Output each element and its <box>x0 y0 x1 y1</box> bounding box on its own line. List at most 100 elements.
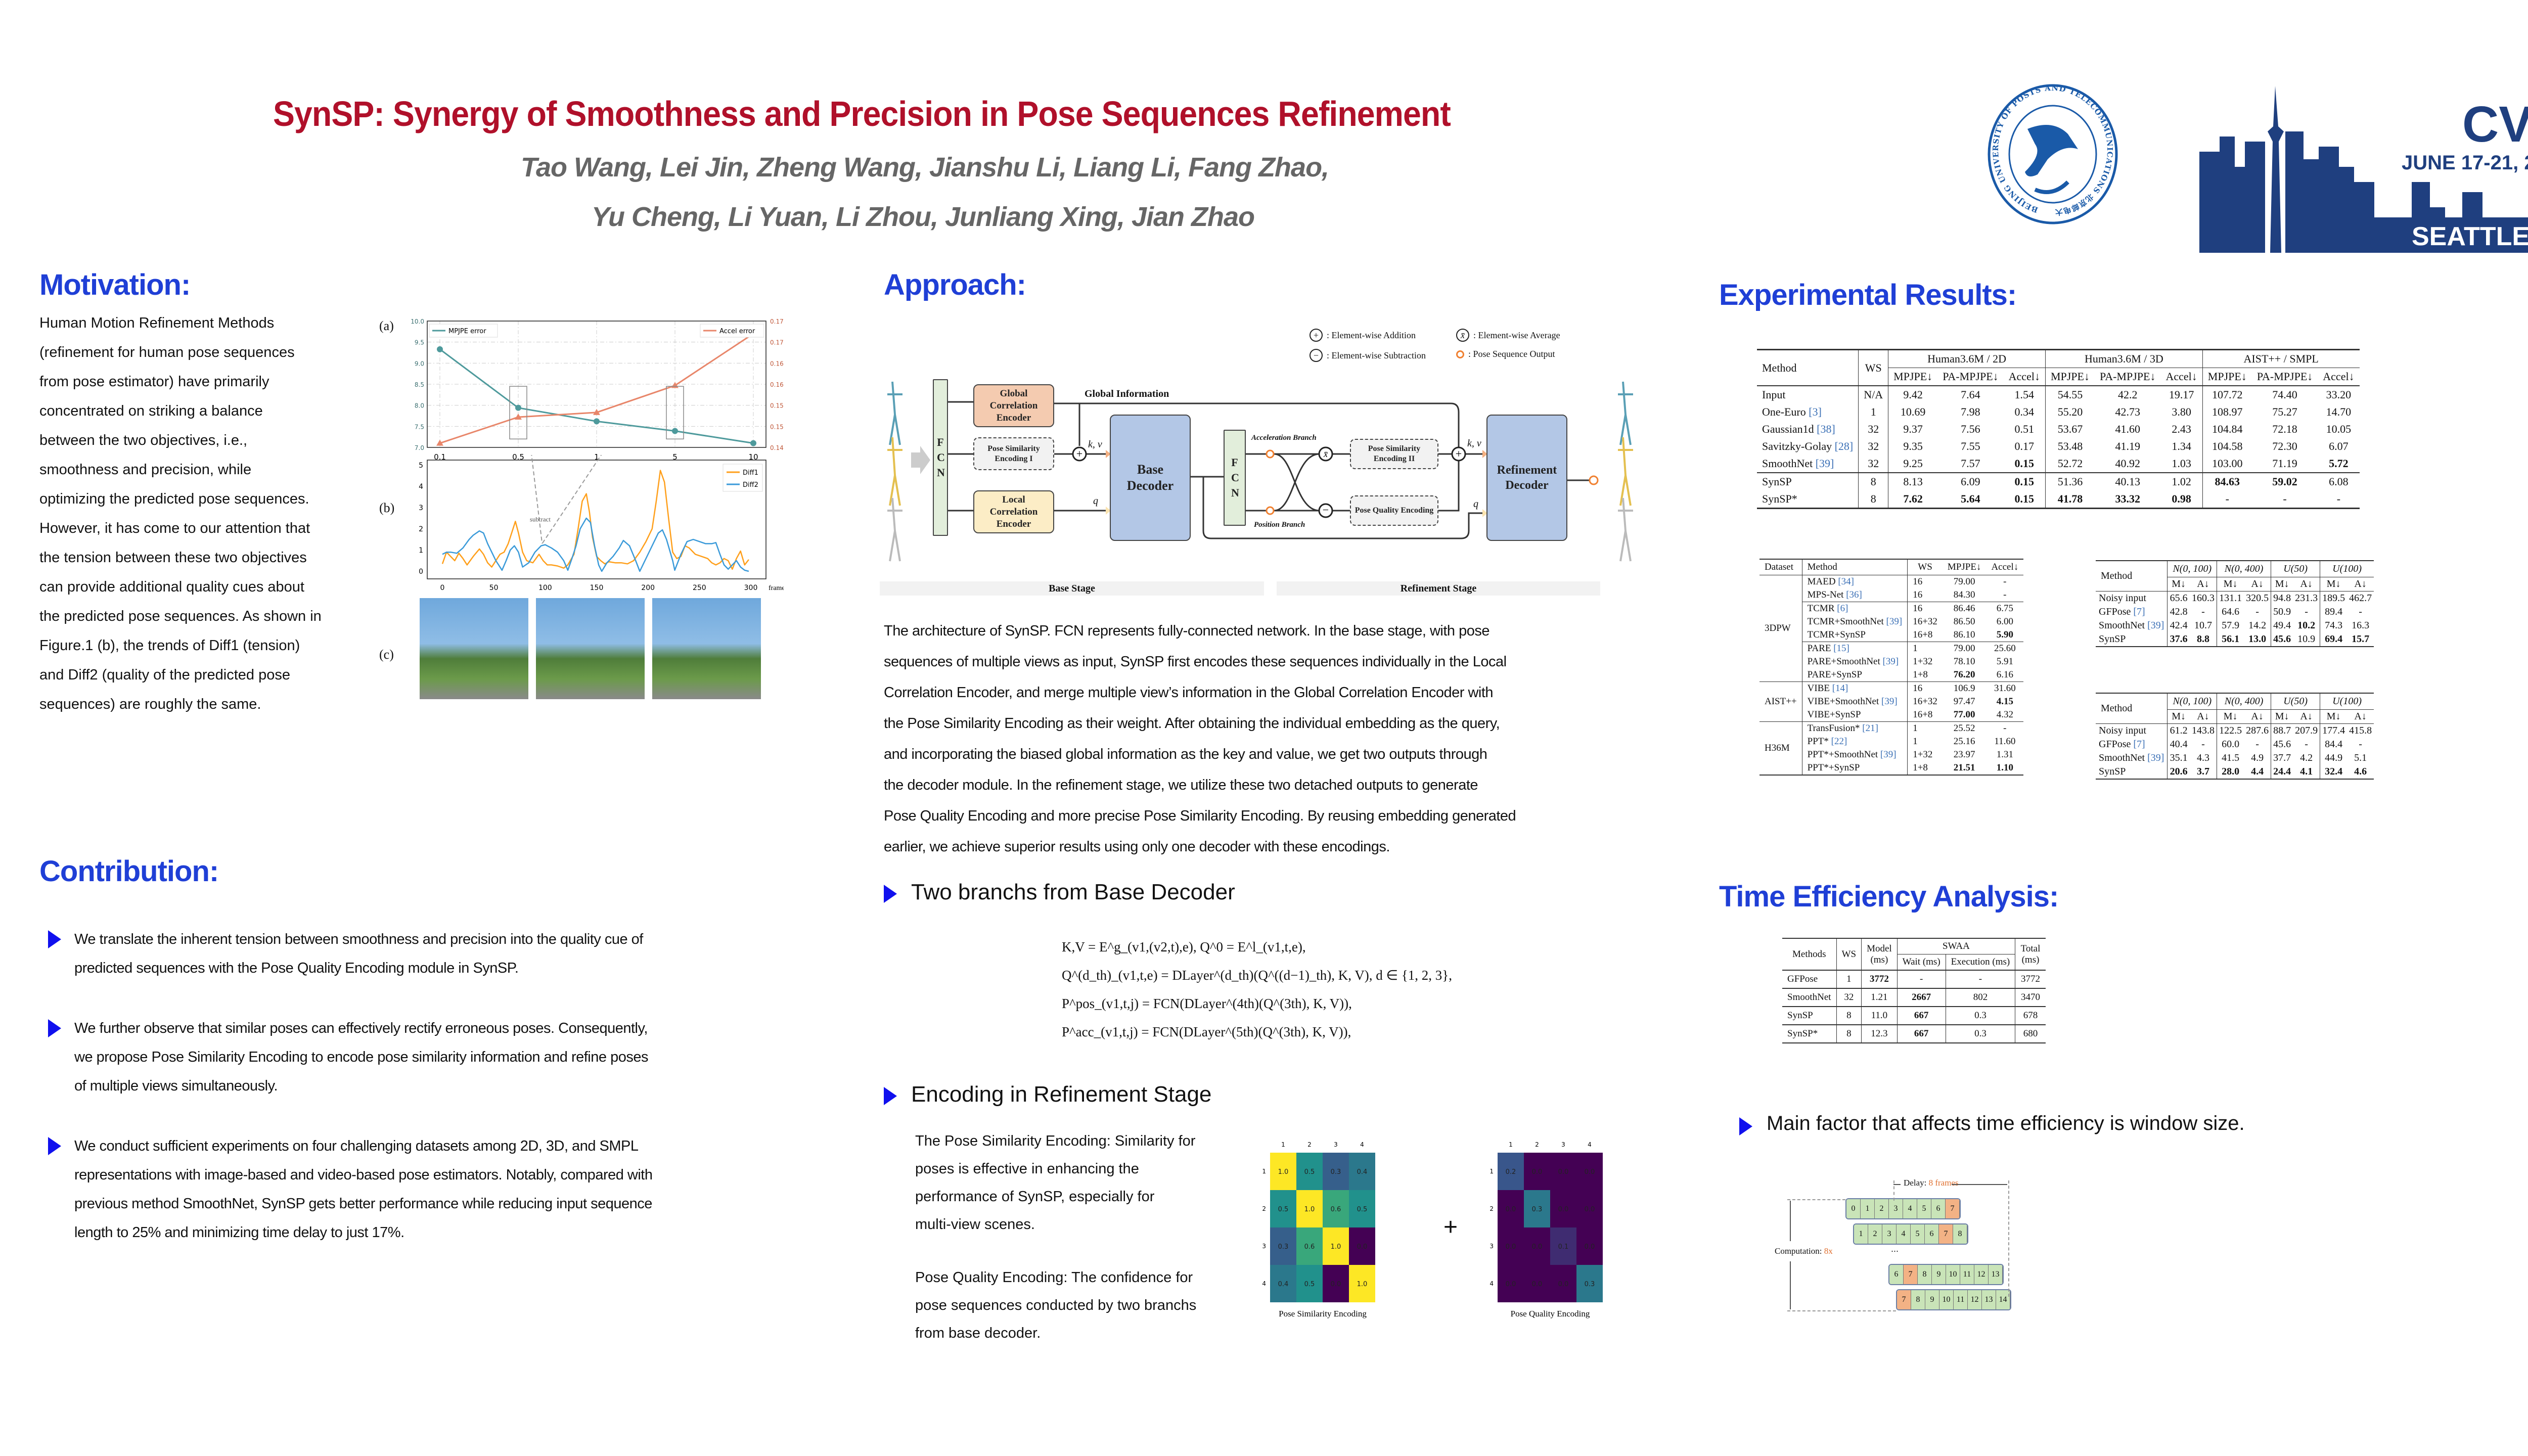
table-cell: 50.9 <box>2273 606 2291 617</box>
table-cell: 72.18 <box>2272 423 2297 435</box>
column-header: MPJPE↓ <box>1947 562 1981 572</box>
table-cell: 207.9 <box>2293 723 2321 738</box>
table-cell: - <box>2336 492 2341 505</box>
citation-ref: [39] <box>1886 616 1903 627</box>
text-line: from base decoder. <box>915 1325 1041 1341</box>
connector-arrow <box>541 455 602 544</box>
heatmap-cell <box>1550 1153 1576 1190</box>
method-name: Noisy input <box>2099 725 2146 736</box>
computation-guide <box>1787 1199 1845 1200</box>
table-cell: 51.36 <box>2057 475 2083 488</box>
text-line: can provide additional quality cues abou… <box>39 579 304 595</box>
heatmap-title: Pose Quality Encoding <box>1511 1309 1590 1318</box>
legend-label: Accel error <box>719 328 755 335</box>
heatmap-x-tick: 4 <box>1360 1141 1364 1148</box>
results-heading: Experimental Results: <box>1719 279 2017 311</box>
svg-text:+: + <box>1456 447 1462 460</box>
table-cell: 40.4 <box>2170 739 2188 750</box>
svg-text:−: − <box>1323 504 1329 516</box>
table-cell: 32 <box>1858 421 1889 438</box>
column-header: Method <box>2096 561 2168 592</box>
column-header: Total (ms) <box>2020 943 2041 965</box>
method-name: VIBE <box>1807 683 1832 694</box>
table-cell: 4.9 <box>2244 751 2272 765</box>
text-line: the decoder module. In the refinement st… <box>884 777 1478 793</box>
method-cell: SynSP <box>1757 473 1859 490</box>
heatmap-cell <box>1498 1265 1524 1302</box>
citation-ref: [38] <box>1817 423 1835 435</box>
method-cell: MPS-Net [36] <box>1802 588 1908 602</box>
column-header: Model (ms) <box>1861 938 1898 970</box>
kv-label-2: k, v <box>1466 438 1482 449</box>
table-cell: SynSP <box>1782 1007 1837 1025</box>
frame-cell: 2 <box>1875 1199 1889 1218</box>
table-cell: - <box>2244 738 2272 751</box>
table-cell: 667 <box>1897 1007 1946 1025</box>
heatmap-value: 0.0 <box>1357 1243 1368 1251</box>
table-cell: 56.1 <box>2222 633 2240 645</box>
table-row: GFPose [7]42.8-64.6-50.9-89.4- <box>2096 605 2374 619</box>
table-cell: 42.8 <box>2170 606 2188 617</box>
heatmap-cell <box>1576 1227 1603 1265</box>
table-cell: 74.3 <box>2325 620 2343 631</box>
dataset-cell: 3DPW <box>1759 575 1802 682</box>
table-cell: 10.2 <box>2293 619 2321 632</box>
table-cell: 104.58 <box>2212 440 2243 452</box>
method-cell: TCMR+SynSP <box>1802 628 1908 642</box>
column-header: Accel↓ <box>2323 370 2355 383</box>
legend-label: Diff2 <box>743 481 758 489</box>
legend-output: : Pose Sequence Output <box>1468 349 1555 359</box>
table-cell: 2.43 <box>2160 421 2203 438</box>
table-cell: 4.6 <box>2354 766 2367 777</box>
x-tick: 5 <box>672 452 678 462</box>
table-cell: 32.4 <box>2325 766 2343 777</box>
computation-arrow <box>1790 1261 1791 1309</box>
heatmap-value: 0.0 <box>1532 1243 1543 1251</box>
table-cell: 41.5 <box>2222 752 2240 763</box>
table-cell: 6.09 <box>1961 475 1980 488</box>
heatmap-cell <box>1323 1190 1349 1227</box>
table-cell: - <box>2003 723 2007 734</box>
column-header: Accel↓ <box>2003 368 2046 386</box>
table-cell: 21.51 <box>1953 762 1975 773</box>
method-name: TCMR <box>1807 603 1837 614</box>
contribution-text: We further observe that similar poses ca… <box>74 1014 648 1101</box>
table-cell: 74.40 <box>2272 388 2297 401</box>
table-cell: 89.4 <box>2325 606 2343 617</box>
q-label-2: q <box>1472 498 1479 510</box>
table-cell: 189.5 <box>2322 593 2345 604</box>
dataset-cell: AIST++ <box>1759 681 1802 722</box>
method-cell: TCMR+SmoothNet [39] <box>1802 615 1908 628</box>
frame-cell: 1 <box>1861 1199 1875 1218</box>
table-cell: 84.4 <box>2325 739 2343 750</box>
table-cell: 7.57 <box>1961 457 1980 470</box>
y-tick: 0 <box>419 568 423 576</box>
legend-add: : Element-wise Addition <box>1327 330 1416 340</box>
heatmap-y-tick: 4 <box>1489 1280 1494 1287</box>
average-op-icon: x̄ <box>1456 329 1469 342</box>
similarity-text: The Pose Similarity Encoding: Similarity… <box>915 1127 1195 1239</box>
y-left-tick: 7.0 <box>415 444 424 451</box>
heatmap-value: 0.0 <box>1331 1281 1341 1288</box>
legend-subtract: : Element-wise Subtraction <box>1327 350 1426 360</box>
table-cell: GFPose <box>1782 970 1837 988</box>
heatmap-value: 0.6 <box>1304 1243 1315 1251</box>
text-line: we propose Pose Similarity Encoding to e… <box>74 1049 648 1065</box>
frame-cell: 8 <box>1953 1224 1967 1244</box>
column-header: WS <box>1836 938 1862 970</box>
table-cell: 5.1 <box>2354 752 2367 763</box>
method-cell: SynSP <box>2096 765 2168 779</box>
bullet-triangle-icon <box>1739 1117 1752 1135</box>
table-cell: 72.30 <box>2272 440 2297 452</box>
citation-ref: [22] <box>1831 736 1847 747</box>
table-cell: 53.48 <box>2057 440 2083 452</box>
table-cell: 4.2 <box>2293 751 2321 765</box>
fcn-block-2: F C N <box>1224 430 1246 526</box>
table-cell: 108.97 <box>2212 405 2243 418</box>
frame-cell: 14 <box>1996 1290 2010 1309</box>
text-line: Correlation Encoder, and merge multiple … <box>884 685 1494 701</box>
